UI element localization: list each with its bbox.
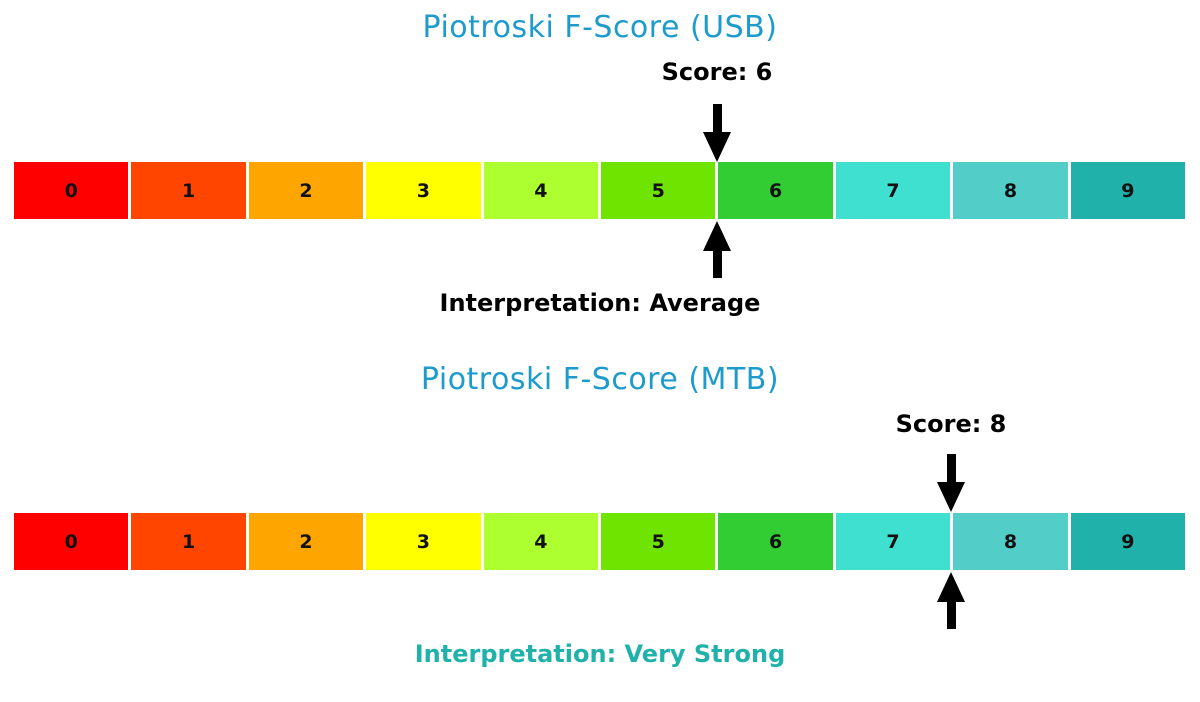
- bar-cell-label: 8: [1003, 179, 1018, 202]
- bar-cell-9: 9: [1070, 513, 1186, 570]
- bar-cell-label: 5: [651, 179, 665, 202]
- bar-cell-8: 8: [953, 513, 1068, 570]
- bar-cell-4: 4: [483, 513, 599, 570]
- bar-cell-label: 9: [1121, 179, 1135, 202]
- interpretation-annotation-mtb: Interpretation: Very Strong: [414, 640, 786, 668]
- bar-cell-3: 3: [366, 162, 481, 219]
- bar-cell-6: 6: [718, 513, 833, 570]
- bar-cell-7: 7: [835, 513, 951, 570]
- bar-cell-6: 6: [718, 162, 833, 219]
- bar-cell-label: 2: [299, 179, 313, 202]
- bar-cell-label: 4: [534, 530, 548, 553]
- down-arrow-icon-usb: [703, 104, 731, 162]
- arrow-head: [937, 572, 965, 602]
- bar-cell-label: 8: [1003, 530, 1018, 553]
- bar-cell-label: 0: [64, 530, 78, 553]
- bar-cell-label: 2: [299, 530, 313, 553]
- bar-cell-label: 0: [64, 179, 78, 202]
- bar-cell-5: 5: [601, 513, 716, 570]
- arrow-shaft: [712, 104, 722, 132]
- bar-cell-label: 6: [769, 179, 783, 202]
- bar-cell-label: 4: [534, 179, 548, 202]
- score-band-usb: 0 1 2 3 4 5 6 7 8 9: [14, 162, 1186, 219]
- score-annotation-usb: Score: 6: [661, 58, 773, 86]
- bar-cell-label: 7: [886, 530, 900, 553]
- chart-title-usb: Piotroski F-Score (USB): [422, 10, 778, 45]
- bar-cell-label: 3: [416, 530, 431, 553]
- bar-cell-0: 0: [14, 513, 129, 570]
- bar-cell-label: 3: [416, 179, 431, 202]
- bar-cell-label: 5: [651, 530, 665, 553]
- arrow-head: [703, 221, 731, 251]
- bar-cell-1: 1: [131, 513, 246, 570]
- arrow-head: [937, 482, 965, 512]
- bar-cell-label: 6: [769, 530, 783, 553]
- arrow-head: [703, 132, 731, 162]
- bar-cell-0: 0: [14, 162, 129, 219]
- bar-cell-label: 7: [886, 179, 900, 202]
- bar-cell-4: 4: [483, 162, 599, 219]
- chart-title-mtb: Piotroski F-Score (MTB): [420, 362, 780, 397]
- interpretation-annotation-usb: Interpretation: Average: [439, 289, 761, 317]
- bar-cell-2: 2: [248, 513, 364, 570]
- bar-cell-label: 1: [181, 179, 196, 202]
- down-arrow-icon-mtb: [937, 454, 965, 512]
- bar-cell-3: 3: [366, 513, 481, 570]
- arrow-shaft: [946, 454, 956, 482]
- bar-cell-label: 9: [1121, 530, 1135, 553]
- score-band-mtb: 0 1 2 3 4 5 6 7 8 9: [14, 513, 1186, 570]
- bar-cell-7: 7: [835, 162, 951, 219]
- up-arrow-icon-mtb: [937, 572, 965, 629]
- bar-cell-5: 5: [601, 162, 716, 219]
- score-annotation-mtb: Score: 8: [895, 410, 1007, 438]
- up-arrow-icon-usb: [703, 221, 731, 278]
- bar-cell-1: 1: [131, 162, 246, 219]
- bar-cell-label: 1: [181, 530, 196, 553]
- bar-cell-8: 8: [953, 162, 1068, 219]
- arrow-shaft: [946, 602, 956, 629]
- bar-cell-2: 2: [248, 162, 364, 219]
- arrow-shaft: [712, 251, 722, 278]
- bar-cell-9: 9: [1070, 162, 1186, 219]
